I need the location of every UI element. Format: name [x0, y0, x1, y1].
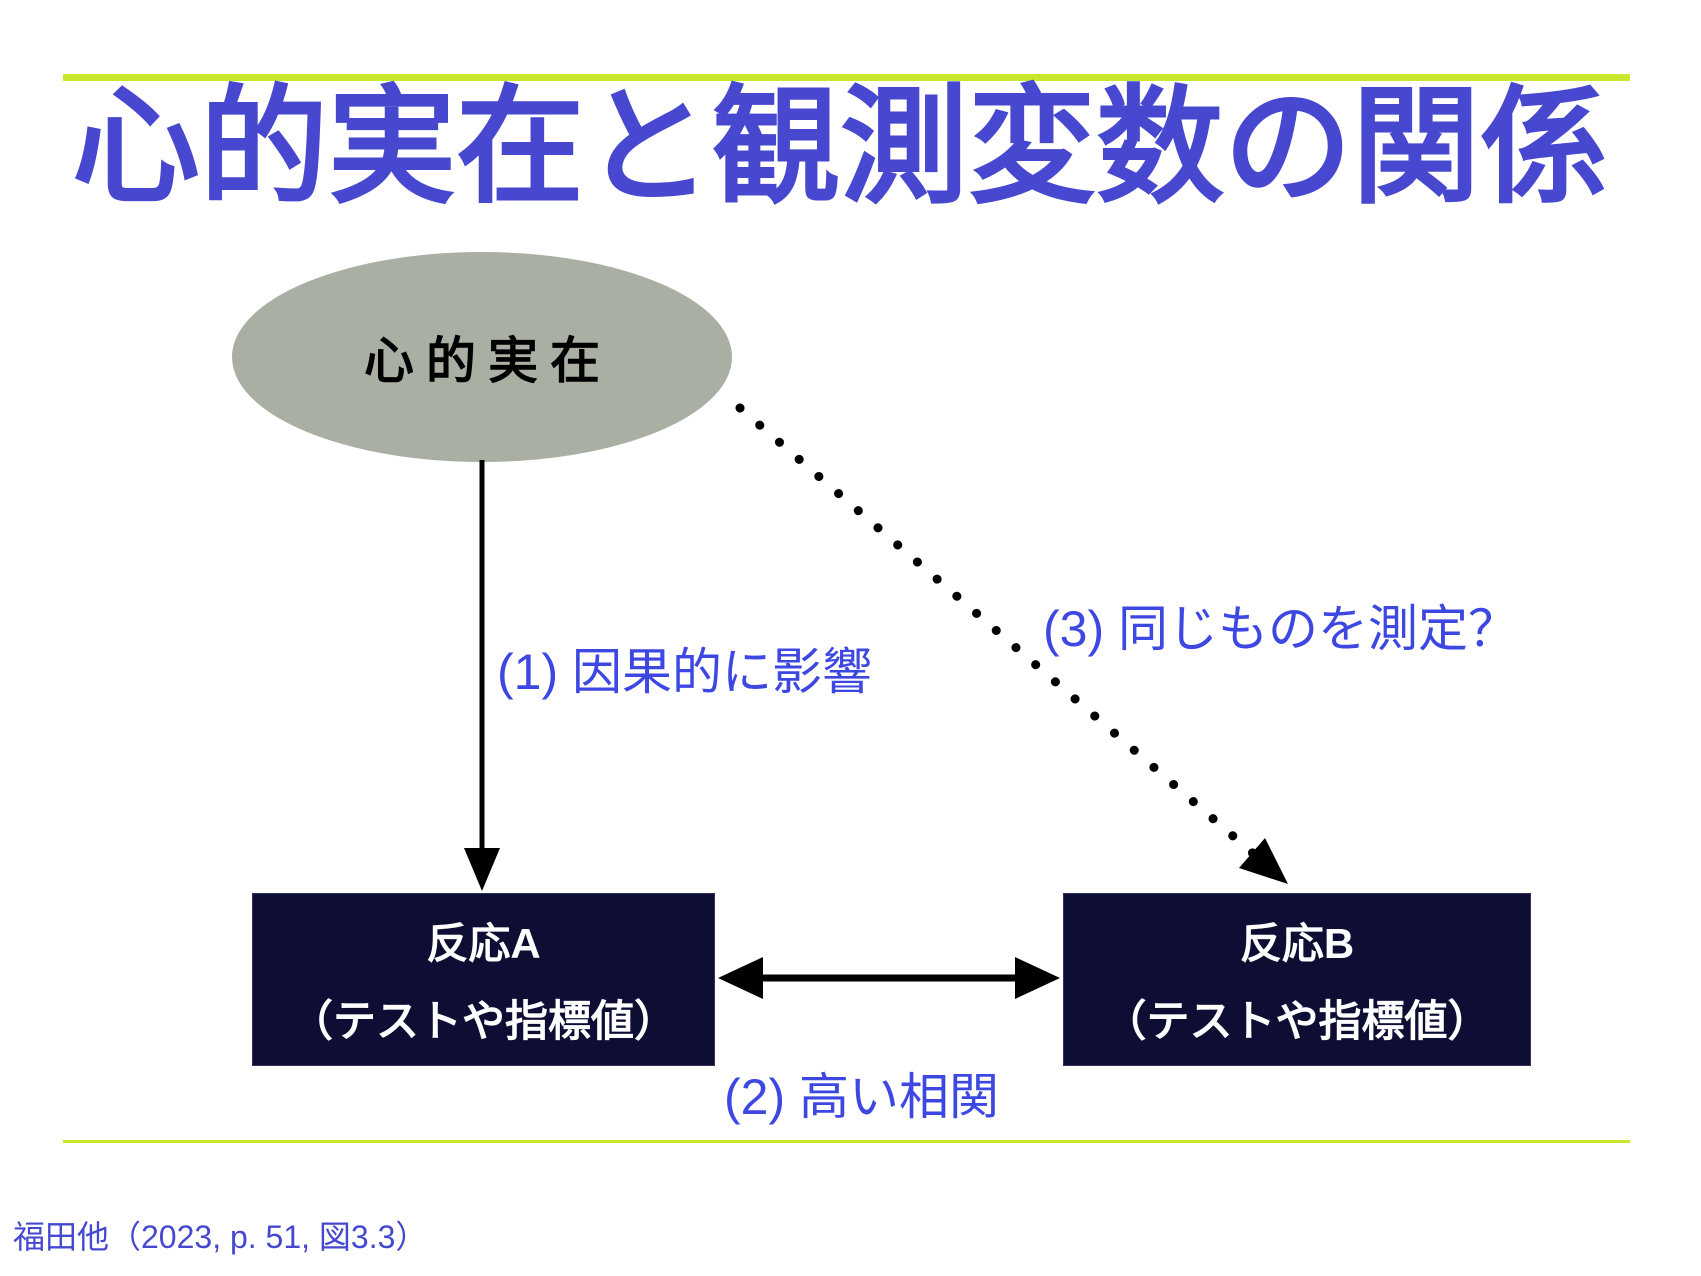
box-b-subtitle: （テストや指標値）	[1103, 998, 1491, 1046]
correlation-double-arrow	[718, 957, 1060, 999]
slide-title: 心的実在と観測変数の関係	[72, 76, 1609, 219]
bottom-accent-line	[63, 1140, 1630, 1143]
edge-label-correlation: (2) 高い相関	[724, 1069, 999, 1125]
box-response-b: 反応B （テストや指標値）	[1063, 893, 1531, 1066]
box-response-a: 反応A （テストや指標値）	[252, 893, 715, 1066]
box-a-subtitle: （テストや指標値）	[290, 998, 677, 1046]
edge-label-causal: (1) 因果的に影響	[497, 644, 872, 700]
causal-arrow	[464, 460, 500, 891]
citation: 福田他（2023, p. 51, 図3.3）	[13, 1219, 428, 1255]
box-b-title: 反応B	[1239, 920, 1355, 967]
edge-label-same-measure: (3) 同じものを測定？	[1043, 601, 1518, 657]
box-a-title: 反応A	[426, 920, 541, 967]
latent-construct-label: 心的実在	[364, 333, 612, 389]
top-accent-line	[63, 74, 1630, 81]
latent-construct-ellipse: 心的実在	[232, 252, 732, 462]
